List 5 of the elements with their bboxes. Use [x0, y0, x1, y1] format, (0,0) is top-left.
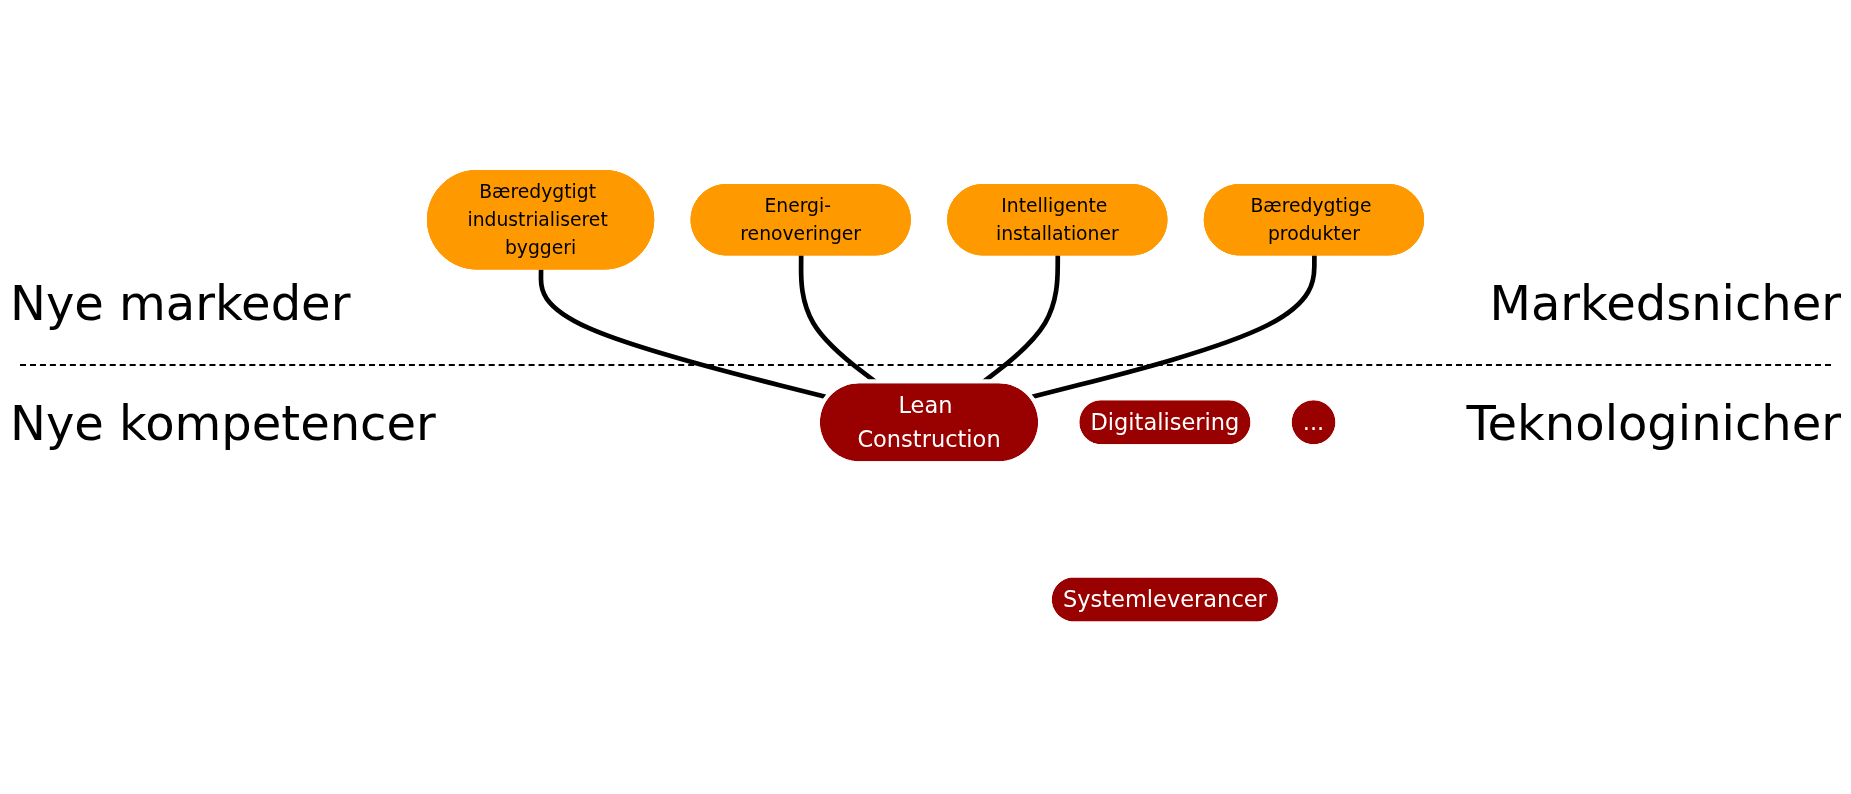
side-label: Nye kompetencer [10, 395, 436, 451]
side-label: Teknologinicher [1466, 395, 1841, 451]
side-label: Markedsnicher [1489, 275, 1841, 331]
side-label: Nye markeder [10, 275, 351, 331]
connector [1030, 255, 1317, 400]
